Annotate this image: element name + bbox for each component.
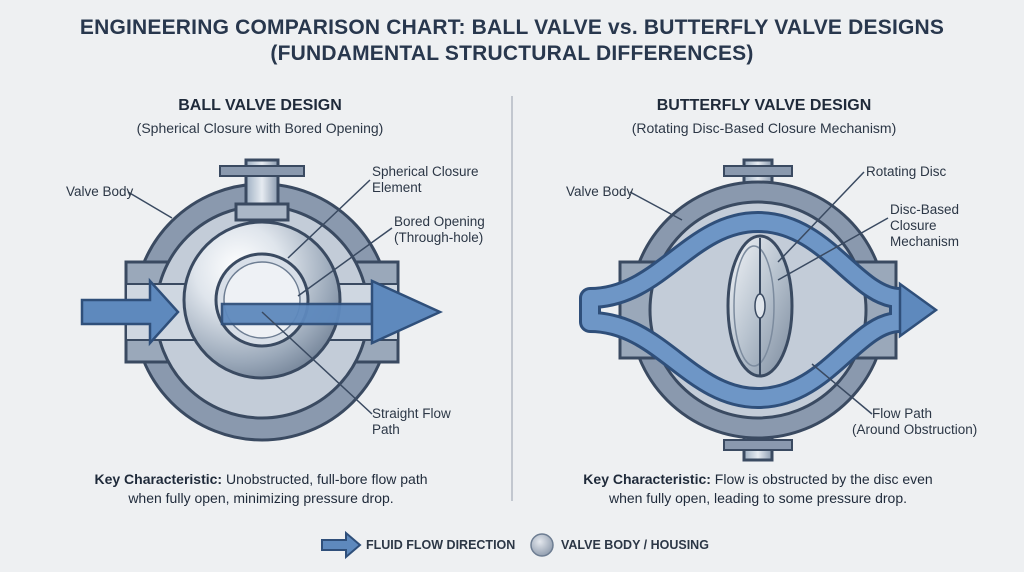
ball-key-text-2: when fully open, minimizing pressure dro…: [128, 490, 394, 506]
butterfly-label-disc-3: Mechanism: [890, 234, 960, 249]
ball-label-spherical-2: Element: [372, 180, 422, 195]
ball-flow-arrow-through: [220, 302, 374, 326]
ball-valve-subtitle: (Spherical Closure with Bored Opening): [136, 120, 384, 136]
butterfly-label-disc-1: Disc-Based: [890, 202, 960, 217]
ball-flow-arrow: [80, 277, 180, 347]
butterfly-label-flow-2: (Around Obstruction): [852, 422, 978, 437]
butterfly-label-valve-body: Valve Body: [566, 184, 634, 199]
butterfly-key-label: Key Characteristic:: [583, 471, 711, 487]
ball-label-valve-body: Valve Body: [66, 184, 134, 199]
ball-label-bored-2: (Through-hole): [394, 230, 484, 245]
legend-flow-label: FLUID FLOW DIRECTION: [366, 538, 516, 552]
butterfly-valve-diagram: [579, 158, 939, 462]
butterfly-label-disc-2: Closure: [890, 218, 937, 233]
ball-key-characteristic: Key Characteristic: Unobstructed, full-b…: [46, 470, 476, 508]
butterfly-key-text-2: when fully open, leading to some pressur…: [608, 490, 908, 506]
ball-label-straight-2: Path: [372, 422, 400, 437]
ball-valve-heading: BALL VALVE DESIGN: [178, 97, 342, 114]
ball-key-text-1: Unobstructed, full-bore flow path: [222, 471, 428, 487]
panel-divider: [511, 96, 513, 501]
butterfly-valve-heading: BUTTERFLY VALVE DESIGN: [656, 97, 872, 114]
ball-label-bored-1: Bored Opening: [394, 214, 485, 229]
butterfly-label-flow-1: Flow Path: [872, 406, 933, 421]
butterfly-flow-arrow-head: [898, 281, 939, 339]
ball-label-straight-1: Straight Flow: [372, 406, 451, 421]
legend-body-label: VALVE BODY / HOUSING: [561, 538, 709, 552]
legend-flow-arrow-icon: [321, 530, 362, 560]
chart-title-line2: (FUNDAMENTAL STRUCTURAL DIFFERENCES): [270, 42, 754, 65]
chart-title-line1: ENGINEERING COMPARISON CHART: BALL VALVE…: [79, 16, 945, 39]
ball-label-spherical-1: Spherical Closure: [372, 164, 479, 179]
ball-flow-arrow-head: [370, 279, 444, 345]
legend-body-icon: [530, 533, 554, 557]
butterfly-key-characteristic: Key Characteristic: Flow is obstructed b…: [543, 470, 973, 508]
butterfly-label-rotating-disc: Rotating Disc: [866, 164, 947, 179]
butterfly-key-text-1: Flow is obstructed by the disc even: [710, 471, 933, 487]
ball-key-label: Key Characteristic:: [94, 471, 223, 487]
ball-valve-diagram: [80, 158, 444, 442]
butterfly-valve-subtitle: (Rotating Disc-Based Closure Mechanism): [631, 120, 897, 136]
